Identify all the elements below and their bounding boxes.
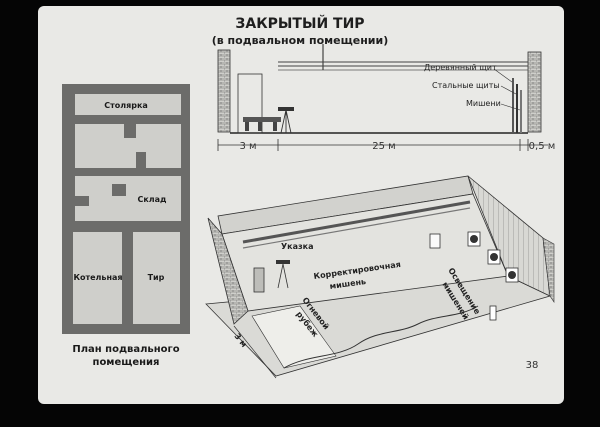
- pointer-label: Указка: [281, 242, 313, 251]
- plan-caption-line1: План подвального: [72, 344, 179, 355]
- plan-room-boiler: [73, 232, 122, 324]
- lectern: [253, 267, 265, 293]
- section-view: Деревянный щит Стальные щиты Мишени: [217, 44, 542, 134]
- dim-middle: 25 м: [372, 141, 395, 152]
- wood-shield: [512, 78, 514, 133]
- right-brick-wall: [527, 51, 542, 133]
- subtitle: (в подвальном помещении): [212, 34, 389, 47]
- target-lamp: [489, 305, 497, 321]
- slide-number: 38: [526, 360, 539, 371]
- steel-shields: [516, 84, 518, 133]
- perspective-view: 3 м Указка Корректировочная мишень Огнев…: [205, 175, 555, 379]
- left-brick-wall: [217, 49, 231, 133]
- dim-right: 0,5 м: [529, 141, 556, 152]
- dimension-line: 3 м 25 м 0,5 м: [217, 139, 556, 152]
- firing-bench: [243, 117, 281, 122]
- plan-room-storage: [75, 176, 181, 221]
- plan-room-range: [133, 232, 180, 324]
- spotting-scope: [278, 107, 294, 111]
- plan-label-storage: Склад: [137, 195, 167, 204]
- dim-left: 3 м: [239, 141, 256, 152]
- steel-shields-label: Стальные щиты: [432, 81, 500, 90]
- targets-board: [520, 90, 522, 133]
- right-brick-wall-3d: [542, 237, 555, 303]
- left-brick-wall-3d: [207, 217, 249, 325]
- plan-caption-line2: помещения: [93, 357, 160, 368]
- wood-shield-label: Деревянный щит: [424, 63, 497, 72]
- plan-room-carpentry: [75, 94, 181, 115]
- plan-label-boiler: Котельная: [73, 273, 122, 282]
- slide-drawing: ЗАКРЫТЫЙ ТИР (в подвальном помещении) Де…: [62, 15, 556, 379]
- section-door: [237, 73, 263, 134]
- title: ЗАКРЫТЫЙ ТИР: [235, 15, 364, 32]
- targets-label: Мишени: [466, 99, 501, 108]
- slide: ЗАКРЫТЫЙ ТИР (в подвальном помещении) Де…: [38, 6, 564, 404]
- plan-label-carpentry: Столярка: [104, 101, 148, 110]
- floor-plan: Столярка Склад Котельная Тир: [62, 84, 190, 334]
- pipe-long: [242, 200, 471, 244]
- correction-target: [429, 233, 441, 249]
- floor-cut-edge: [283, 305, 479, 369]
- scope-tripod: [280, 109, 292, 134]
- plan-label-range: Тир: [148, 273, 165, 282]
- firing-line-area: [251, 305, 337, 369]
- spotting-scope-3d: [276, 260, 290, 264]
